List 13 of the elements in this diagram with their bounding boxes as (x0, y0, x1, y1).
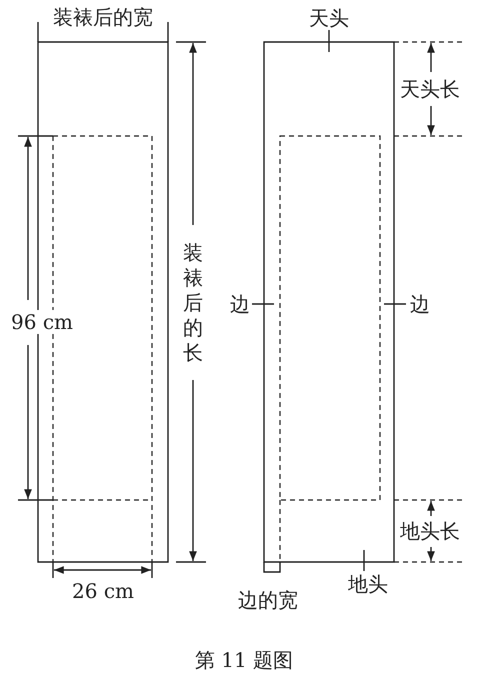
dimension-label: 地头长 (399, 519, 461, 543)
callout-label: 边 (229, 292, 251, 316)
dimension-label: 边的宽 (237, 588, 299, 612)
dimension-label: 装裱后的宽 (52, 5, 154, 29)
callout-label: 边 (409, 292, 431, 316)
callout-label: 天头 (308, 6, 350, 30)
dimension-label: 96 cm (10, 310, 74, 334)
leader-line (384, 303, 406, 305)
callout-label: 地头 (347, 572, 389, 596)
dimension-label: 天头长 (399, 77, 461, 101)
leader-line (252, 303, 274, 305)
leader-line (363, 550, 365, 571)
leader-line (328, 30, 330, 52)
